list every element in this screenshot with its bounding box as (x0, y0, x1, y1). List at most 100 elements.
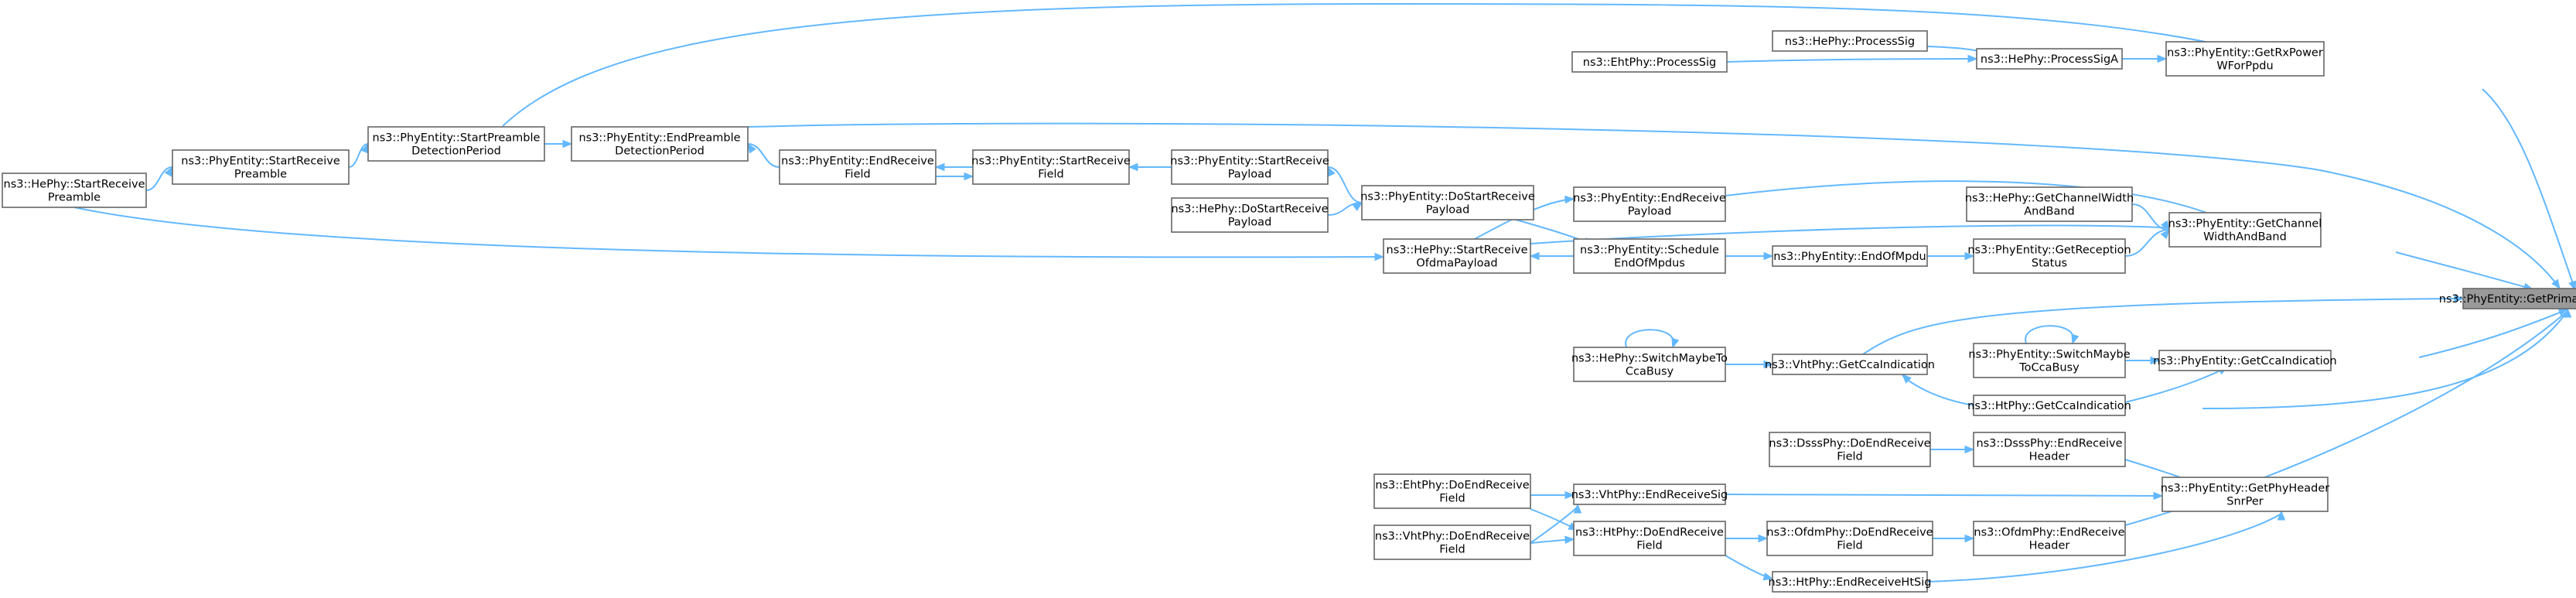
edge-arrowhead (934, 162, 945, 172)
node-box (1973, 238, 2126, 274)
node-hephy-processsig[interactable]: ns3::HePhy::ProcessSig (1772, 30, 1928, 52)
edge-line (2131, 203, 2170, 231)
node-box (1976, 48, 2123, 70)
edges-layer (73, 2, 2576, 583)
node-box (2158, 350, 2332, 371)
edge-hephy-processsiga-to-getrxpowerwforppdu (2122, 54, 2168, 63)
edge-arrowhead (1352, 202, 1363, 212)
node-label: ns3::HePhy::ProcessSig (1785, 36, 1915, 48)
node-box (1383, 238, 1531, 274)
node-startpreambledetectionperiod[interactable]: ns3::PhyEntity::StartPreambleDetectionPe… (367, 126, 545, 162)
edge-hephy-switchmaybetoccabusy-to-hephy-switchmaybetoccabusy (1625, 329, 1680, 349)
node-label: DetectionPeriod (411, 145, 501, 158)
node-endpreambledetectionperiod[interactable]: ns3::PhyEntity::EndPreambleDetectionPeri… (571, 126, 749, 162)
node-label: ns3::PhyEntity::StartPreamble (373, 132, 541, 145)
node-htphy-endreceivehtsig[interactable]: ns3::HtPhy::EndReceiveHtSig (1769, 571, 1932, 593)
node-box (1766, 521, 1933, 556)
edge-line (2482, 88, 2576, 291)
edge-htphy-getccaindication-to-vhtphy-getccaindication (1902, 374, 1974, 406)
node-box (779, 149, 937, 185)
node-box (1571, 51, 1728, 73)
node-box (1772, 245, 1928, 267)
edge-htphy-doendreceivefield-to-htphy-endreceivehtsig (1725, 555, 1774, 581)
node-label: Header (2029, 451, 2070, 463)
edge-arrowhead (964, 172, 974, 181)
node-getprimaryband[interactable]: ns3::PhyEntity::GetPrimaryBand (2439, 288, 2576, 309)
edge-arrowhead (1964, 251, 1975, 261)
node-hephy-processsiga[interactable]: ns3::HePhy::ProcessSigA (1976, 48, 2123, 70)
node-label: OfdmaPayload (1416, 258, 1497, 270)
edge-startpreambledetectionperiod-to-getrxpowerwforppdu (502, 2, 2237, 127)
node-box (1772, 354, 1928, 375)
edge-arrowhead (2160, 220, 2170, 231)
node-phyentity-getccaindication[interactable]: ns3::PhyEntity::GetCcaIndication (2153, 350, 2337, 371)
node-label: Field (1837, 540, 1862, 552)
node-label: WForPpdu (2216, 60, 2273, 73)
edge-htphy-endreceivehtsig-to-getphyheadersnrper (1926, 510, 2286, 583)
node-box (1573, 521, 1726, 556)
edge-line (145, 166, 173, 191)
edge-line (1726, 58, 1977, 63)
node-label: ns3::DsssPhy::EndReceive (1976, 438, 2122, 450)
edge-phyentity-dostartreceivepayload-to-startreceivepayload (1327, 166, 1363, 203)
node-vhtphy-getccaindication[interactable]: ns3::VhtPhy::GetCcaIndication (1765, 354, 1935, 375)
edge-arrowhead (1964, 445, 1975, 454)
edge-endofmpdu-to-getreceptionstatus (1927, 251, 1975, 261)
node-label: ns3::PhyEntity::EndPreamble (578, 132, 740, 145)
node-box (1171, 197, 1329, 233)
node-ehtphy-processsig[interactable]: ns3::EhtPhy::ProcessSig (1571, 51, 1728, 73)
node-htphy-getccaindication[interactable]: ns3::HtPhy::GetCcaIndication (1967, 395, 2131, 416)
node-endofmpdu[interactable]: ns3::PhyEntity::EndOfMpdu (1772, 245, 1928, 267)
edge-arrowhead (1564, 490, 1575, 500)
edge-arrowhead (1128, 162, 1138, 172)
nodes-layer: ns3::PhyEntity::GetPrimaryBandns3::PhyEn… (2, 30, 2576, 593)
edge-line (1327, 202, 1363, 216)
edge-line (2418, 309, 2568, 358)
edge-endreceivefield-to-startreceivefield (936, 172, 974, 181)
node-label: ns3::HePhy::DoStartReceive (1171, 203, 1328, 216)
edge-arrowhead (1671, 337, 1680, 349)
node-label: ns3::HePhy::GetChannelWidth (1965, 193, 2134, 205)
node-vhtphy-endreceivesig[interactable]: ns3::VhtPhy::EndReceiveSig (1571, 484, 1728, 505)
edge-arrowhead (2157, 54, 2168, 63)
edge-line (73, 207, 1384, 258)
edge-arrowhead (1529, 251, 1540, 261)
node-label: ns3::EhtPhy::DoEndReceive (1375, 480, 1529, 492)
node-label: ns3::HtPhy::EndReceiveHtSig (1769, 576, 1932, 589)
node-label: ns3::PhyEntity::GetPhyHeader (2161, 483, 2329, 495)
edge-arrowhead (562, 139, 573, 149)
node-box (1373, 473, 1531, 509)
edge-scheduleendofmpdus-to-endofmpdu (1725, 251, 1774, 261)
edge-vhtphy-doendreceivefield-to-htphy-doendreceivefield (1530, 535, 1575, 544)
node-label: ns3::PhyEntity::SwitchMaybe (1968, 349, 2130, 361)
edge-arrowhead (2563, 307, 2572, 318)
node-label: ns3::EhtPhy::ProcessSig (1583, 56, 1716, 69)
edge-line (747, 122, 2561, 289)
edge-vhtphy-doendreceivefield-to-vhtphy-endreceivesig (1530, 503, 1582, 544)
edge-line (1530, 504, 1578, 544)
